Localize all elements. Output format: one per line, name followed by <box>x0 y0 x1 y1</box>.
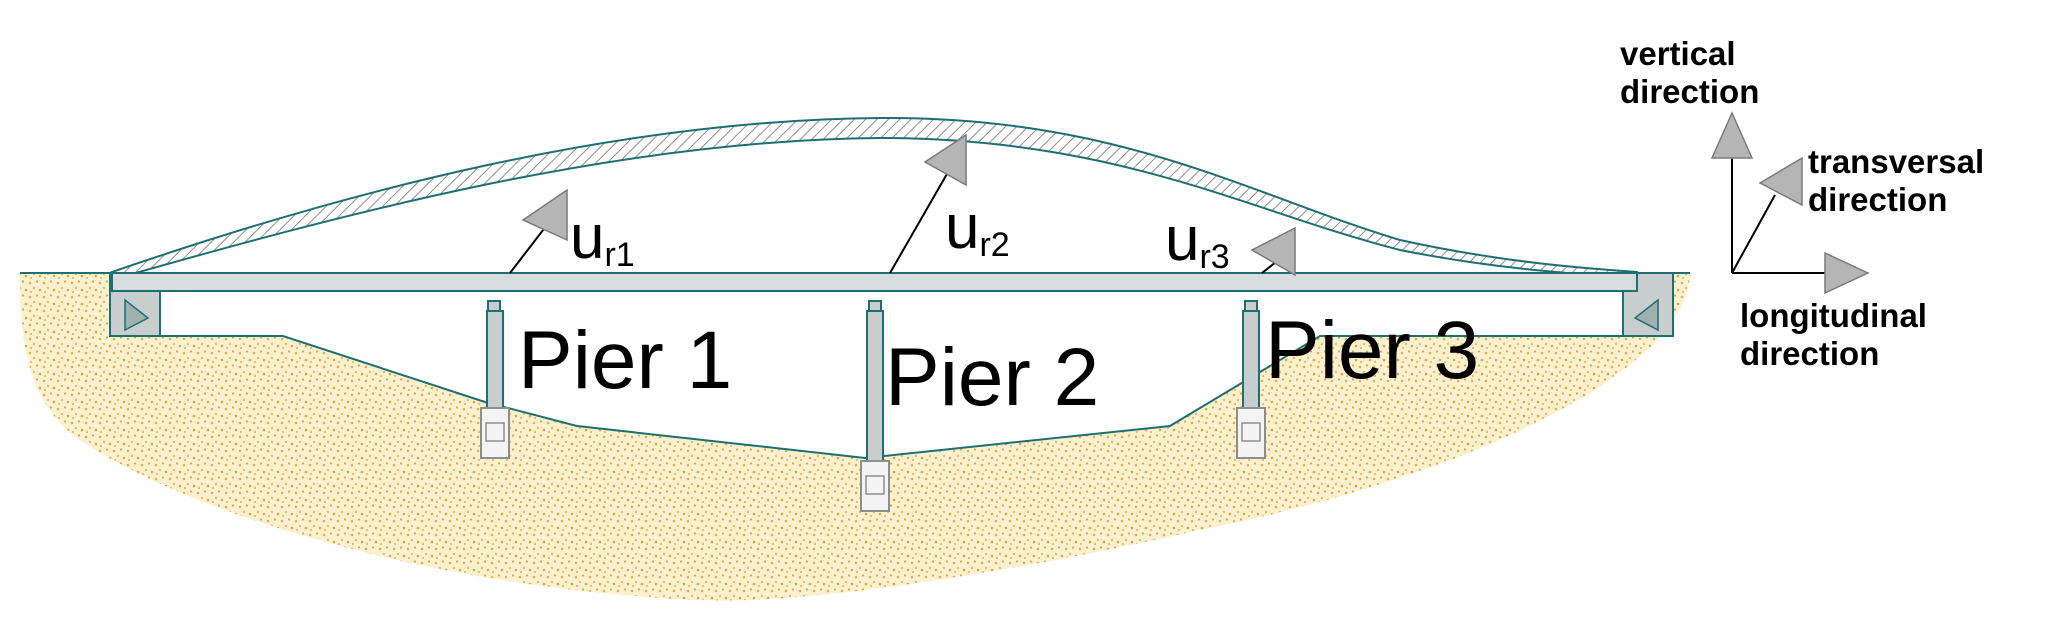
pier-label-1: Pier 1 <box>518 315 732 406</box>
displacement-arrow-3 <box>1250 226 1296 277</box>
u-symbol-3: u <box>1165 205 1199 274</box>
transversal-direction-label: transversal direction <box>1808 143 1993 218</box>
transversal-axis-line <box>1731 194 1776 274</box>
pier-2 <box>860 300 890 512</box>
longitudinal-direction-line-2: direction <box>1740 335 1879 372</box>
displacement-arrow-2 <box>889 133 967 274</box>
deformed-deck-shape <box>110 116 1638 280</box>
transversal-direction-line-1: transversal <box>1808 143 1984 180</box>
axis-system <box>1710 111 1870 295</box>
longitudinal-direction-line-1: longitudinal <box>1740 297 1927 334</box>
vertical-axis-arrow <box>1710 111 1754 159</box>
valley-outline <box>160 335 1623 460</box>
transversal-direction-line-2: direction <box>1808 181 1947 218</box>
pier-label-2: Pier 2 <box>885 332 1099 423</box>
u-symbol-1: u <box>570 203 604 272</box>
u-subscript-1: r1 <box>604 236 634 274</box>
pier-3 <box>1236 300 1266 459</box>
displacement-label-2: ur2 <box>945 193 1010 264</box>
u-subscript-2: r2 <box>979 226 1009 264</box>
u-subscript-3: r3 <box>1199 238 1229 276</box>
displacement-label-3: ur3 <box>1165 205 1230 276</box>
vertical-direction-label: vertical direction <box>1620 35 1759 110</box>
vertical-direction-line-1: vertical <box>1620 35 1736 72</box>
bridge-deck <box>111 272 1638 292</box>
displacement-label-1: ur1 <box>570 203 635 274</box>
vertical-direction-line-2: direction <box>1620 73 1759 110</box>
displacement-arrow-1 <box>509 188 568 274</box>
transversal-axis-arrow <box>1758 156 1803 207</box>
u-symbol-2: u <box>945 193 979 262</box>
pier-label-3: Pier 3 <box>1265 305 1479 396</box>
pier-1 <box>480 300 510 459</box>
longitudinal-direction-label: longitudinal direction <box>1740 297 1936 372</box>
longitudinal-axis-arrow <box>1824 251 1870 295</box>
